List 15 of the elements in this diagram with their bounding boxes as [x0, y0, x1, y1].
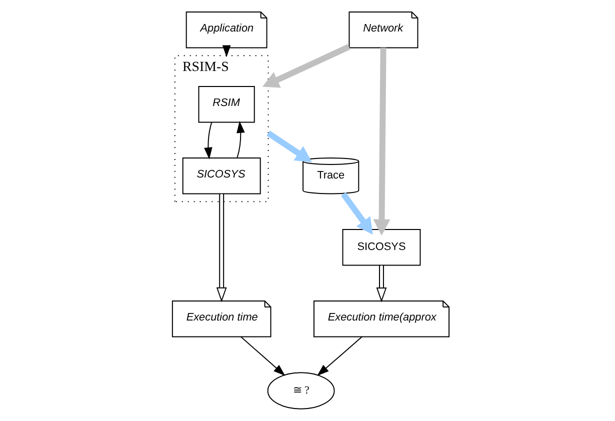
node-ellipse: ≅ ?: [266, 372, 334, 410]
arrow: [262, 44, 350, 88]
arrow: [236, 121, 244, 158]
arrow: [240, 336, 285, 376]
node-box: SICOSYS: [342, 228, 420, 266]
node-box: SICOSYS: [182, 157, 260, 194]
arrow: [266, 130, 312, 162]
arrow: [316, 336, 362, 376]
arrow: [204, 122, 212, 160]
arrow: [372, 48, 390, 236]
arrow: [216, 193, 226, 302]
arrow: [376, 265, 386, 302]
arrow: [222, 45, 230, 58]
arrow: [340, 192, 372, 235]
node-box: RSIM: [198, 86, 254, 123]
